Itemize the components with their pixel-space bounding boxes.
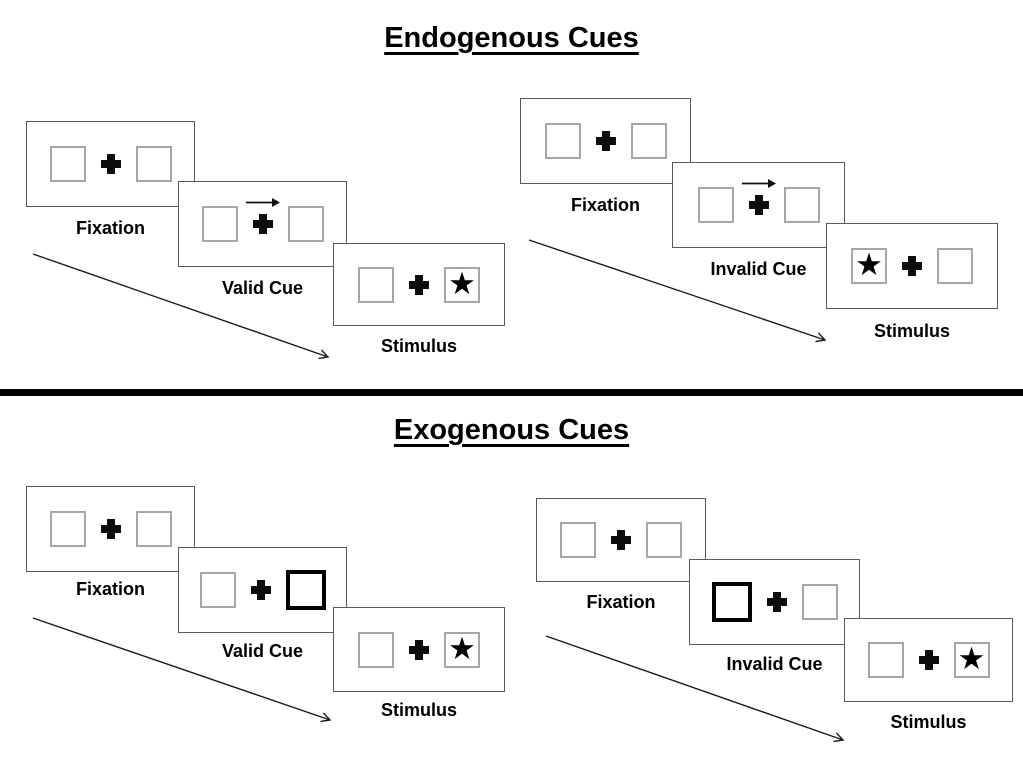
left-target-box: ★ (851, 248, 887, 284)
stimulus-panel: ★ (333, 243, 505, 326)
left-placeholder-box (201, 206, 238, 242)
invalid-cue-panel (689, 559, 860, 645)
fixation-panel (536, 498, 706, 582)
fixation-cross-icon (250, 580, 271, 600)
panel-label: Stimulus (890, 712, 967, 732)
right-arrow-icon (245, 198, 280, 207)
fixation-cross-icon (100, 154, 121, 174)
panel-label: Fixation (75, 218, 145, 238)
fixation-cross-icon (245, 198, 280, 234)
stimulus-panel: ★ (844, 618, 1013, 702)
right-placeholder-box (937, 248, 973, 284)
left-placeholder-box (358, 266, 394, 303)
left-placeholder-box (199, 572, 236, 608)
panel-label: Stimulus (873, 321, 950, 341)
fixation-panel (26, 486, 195, 572)
timeline-arrow-endogenous-valid (32, 253, 330, 360)
valid-cue-panel (178, 547, 347, 633)
panel-label: Valid Cue (221, 278, 304, 298)
stimulus-panel: ★ (826, 223, 998, 309)
left-placeholder-box (49, 146, 86, 182)
fixation-cross-icon (902, 256, 922, 276)
panel-label: Stimulus (380, 700, 457, 720)
timeline-arrow-exogenous-valid (32, 617, 332, 723)
fixation-cross-icon (918, 650, 939, 670)
left-placeholder-box (49, 511, 86, 547)
right-placeholder-box (135, 511, 172, 547)
right-highlighted-box (285, 570, 326, 610)
panel-label: Stimulus (380, 336, 457, 356)
fixation-cross-icon (409, 274, 429, 295)
right-arrow-icon (741, 179, 776, 188)
section-title-endogenous: Endogenous Cues (384, 22, 639, 54)
right-placeholder-box (783, 187, 820, 223)
left-highlighted-box (711, 582, 752, 622)
panel-label: Invalid Cue (710, 259, 807, 279)
target-star-icon: ★ (855, 247, 883, 283)
left-placeholder-box (358, 631, 394, 668)
section-title-exogenous: Exogenous Cues (393, 414, 630, 446)
panel-label: Valid Cue (221, 641, 304, 661)
right-placeholder-box (646, 522, 682, 558)
fixation-cross-icon (766, 592, 787, 612)
right-placeholder-box (287, 206, 324, 242)
right-target-box: ★ (953, 641, 990, 678)
target-star-icon: ★ (448, 265, 476, 302)
stimulus-panel: ★ (333, 607, 505, 692)
left-placeholder-box (867, 642, 904, 678)
fixation-cross-icon (595, 131, 616, 151)
right-target-box: ★ (444, 265, 480, 303)
right-placeholder-box (801, 584, 838, 620)
valid-cue-panel (178, 181, 347, 267)
panel-label: Fixation (570, 195, 640, 215)
fixation-cross-icon (611, 530, 631, 550)
timeline-arrow-exogenous-invalid (545, 635, 845, 743)
left-placeholder-box (560, 522, 596, 558)
left-placeholder-box (697, 187, 734, 223)
target-star-icon: ★ (957, 641, 986, 677)
fixation-cross-icon (100, 519, 121, 539)
target-star-icon: ★ (448, 630, 476, 667)
fixation-cross-icon (741, 179, 776, 215)
left-placeholder-box (544, 123, 581, 159)
fixation-panel (26, 121, 195, 207)
right-target-box: ★ (444, 630, 480, 668)
right-placeholder-box (630, 123, 667, 159)
invalid-cue-panel (672, 162, 845, 248)
fixation-cross-icon (409, 639, 429, 660)
timeline-arrow-endogenous-invalid (528, 239, 827, 343)
panel-label: Fixation (75, 579, 145, 599)
fixation-panel (520, 98, 691, 184)
panel-label: Invalid Cue (726, 654, 823, 674)
right-placeholder-box (135, 146, 172, 182)
section-divider (0, 389, 1023, 396)
panel-label: Fixation (586, 592, 656, 612)
